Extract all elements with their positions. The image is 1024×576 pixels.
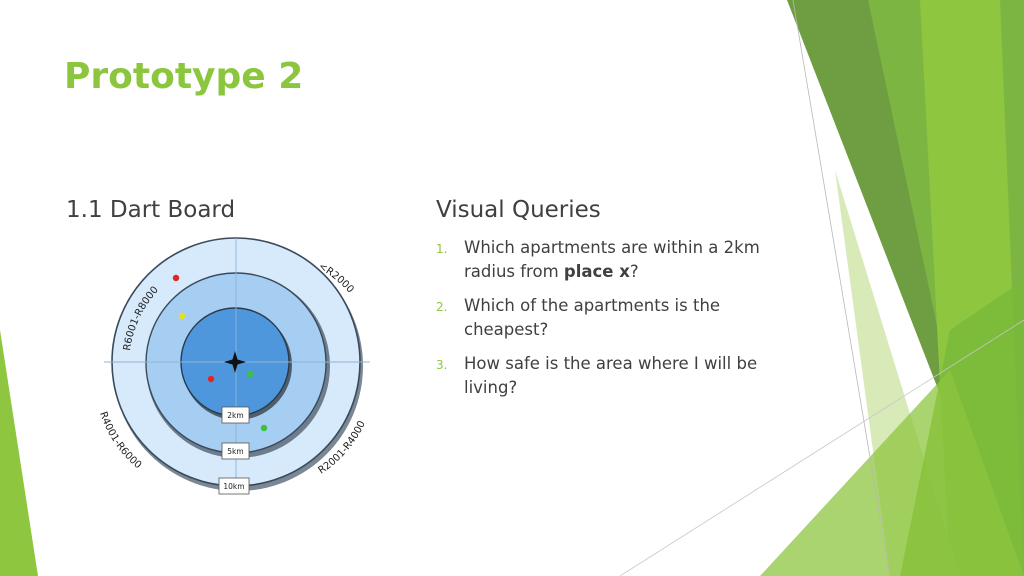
radius-label-5km: 5km	[227, 447, 243, 456]
query-number-3: 3.	[436, 358, 448, 372]
facet-bottom	[760, 370, 1024, 576]
query-text-2: Which of the apartments is the cheapest?	[464, 296, 721, 339]
queries-list: 1. Which apartments are within a 2km radi…	[436, 236, 766, 410]
radius-label-2km: 2km	[227, 411, 243, 420]
dart-board-diagram: 2km 5km 10km R6001-R8000 <R2000 R2001-R4…	[97, 237, 370, 495]
apartment-dot-red-1	[172, 274, 180, 282]
query-item-1: 1. Which apartments are within a 2km radi…	[436, 236, 766, 284]
query-item-3: 3. How safe is the area where I will be l…	[436, 352, 766, 400]
radius-label-box-10km	[218, 477, 250, 495]
apartment-dot-red-2	[207, 375, 215, 383]
radius-label-box-5km	[221, 442, 250, 460]
radius-label-box-2km	[221, 406, 250, 424]
slide-title: Prototype 2	[64, 56, 304, 97]
query-number-1: 1.	[436, 242, 448, 256]
deco-line-1	[792, 0, 891, 576]
query-text-1a: Which apartments are within a 2km radius…	[464, 238, 760, 281]
deco-line-2	[619, 319, 1024, 576]
query-text-3: How safe is the area where I will be liv…	[464, 354, 758, 397]
visual-queries-heading: Visual Queries	[436, 197, 601, 223]
query-number-2: 2.	[436, 300, 448, 314]
radius-label-10km: 10km	[223, 482, 244, 491]
query-text-1-bold: place x	[563, 262, 630, 281]
apartment-dot-green-2	[260, 424, 268, 432]
center-star-marker	[224, 351, 246, 373]
apartment-dot-yellow	[178, 312, 186, 320]
query-text-1b: ?	[629, 262, 639, 281]
apartment-dot-green-1	[246, 370, 254, 378]
query-item-2: 2. Which of the apartments is the cheapes…	[436, 294, 766, 342]
facet-bottom-left	[0, 330, 38, 576]
dart-board-heading: 1.1 Dart Board	[66, 197, 236, 223]
